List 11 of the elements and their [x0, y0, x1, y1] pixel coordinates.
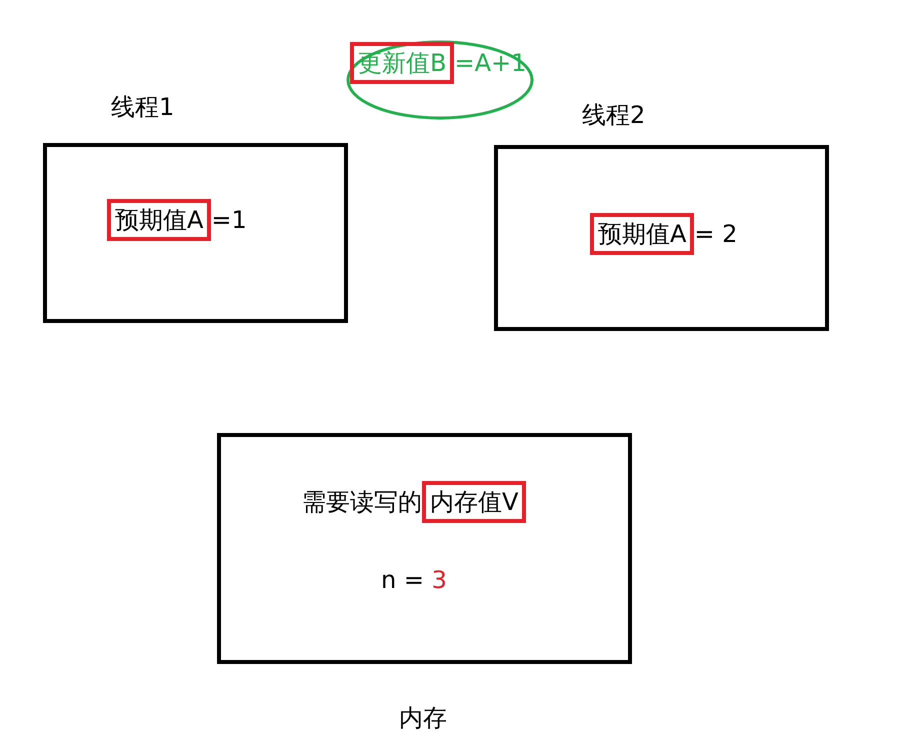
thread-heading: 线程1	[111, 92, 174, 122]
memory-text: 需要读写的	[302, 487, 422, 517]
value-text: =A+1	[454, 48, 526, 78]
value-text: n = 3	[381, 565, 447, 595]
highlight-box: 预期值A	[590, 213, 694, 255]
value-text: = 2	[694, 219, 738, 249]
thread-heading: 线程2	[582, 100, 646, 130]
highlight-box: 内存值V	[422, 481, 526, 523]
value-text: =1	[211, 205, 247, 235]
memory-heading: 内存	[399, 703, 447, 733]
highlight-box: 预期值A	[107, 199, 212, 241]
